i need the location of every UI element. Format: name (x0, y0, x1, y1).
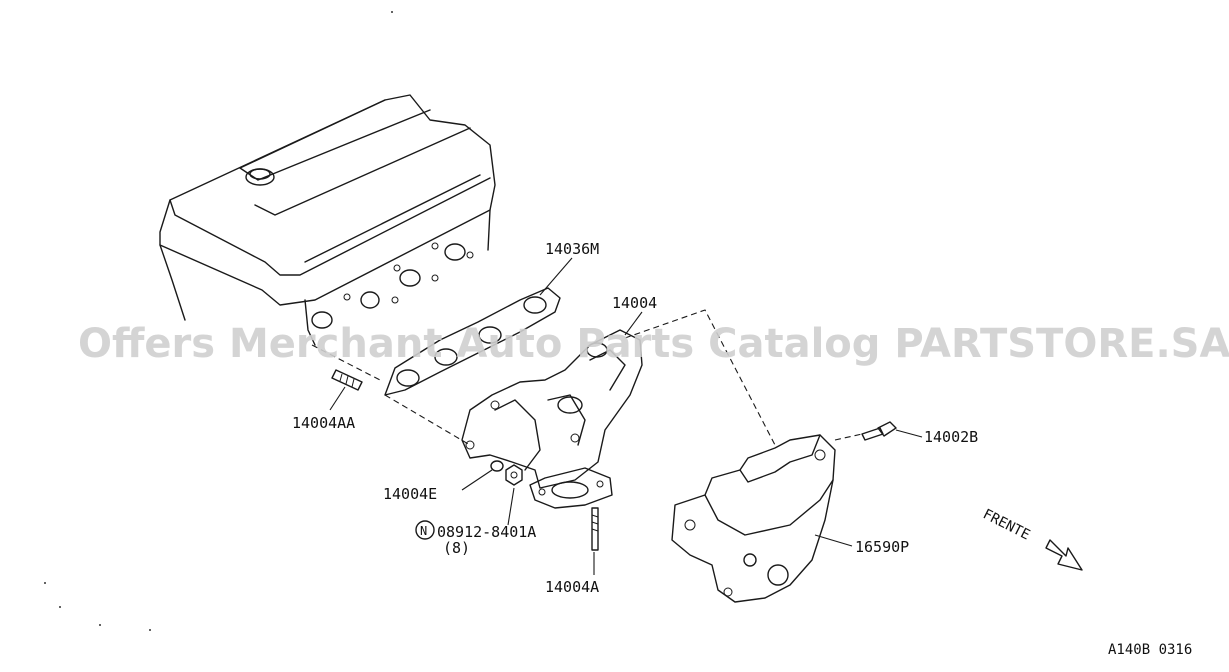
watermark: Offers Merchant Auto Parts Catalog PARTS… (78, 321, 1229, 367)
label-stud-upper[interactable]: 14004AA (292, 414, 355, 432)
label-manifold-gasket[interactable]: 14036M (545, 240, 599, 258)
manifold-gasket-illustration (384, 287, 561, 396)
nut-symbol: N (415, 520, 435, 540)
washer-illustration (490, 460, 504, 472)
stud-upper-illustration (331, 369, 363, 391)
cylinder-head-illustration (159, 94, 496, 346)
stud-lower-illustration (591, 507, 599, 551)
direction-label: FRENTE (980, 506, 1032, 543)
label-exhaust-manifold[interactable]: 14004 (612, 294, 657, 312)
diagram-code: A140B 0316 (1108, 642, 1192, 658)
label-washer[interactable]: 14004E (383, 485, 437, 503)
scan-specks (44, 11, 393, 631)
heat-shield-illustration (671, 434, 836, 603)
direction-arrow-icon (1045, 539, 1083, 571)
label-nut-qty: (8) (443, 539, 470, 557)
alignment-lines (311, 309, 863, 446)
label-stud-lower[interactable]: 14004A (545, 578, 599, 596)
label-heat-shield-bolt[interactable]: 14002B (924, 428, 978, 446)
heat-shield-bolt-illustration (861, 421, 897, 441)
label-nut[interactable]: 08912-8401A (437, 523, 536, 541)
direction-indicator: FRENTE (980, 506, 1083, 571)
leader-lines (329, 257, 923, 575)
nut-symbol-letter: N (420, 524, 427, 538)
nut-illustration (505, 464, 523, 486)
label-heat-shield[interactable]: 16590P (855, 538, 909, 556)
exhaust-manifold-illustration (461, 329, 643, 509)
